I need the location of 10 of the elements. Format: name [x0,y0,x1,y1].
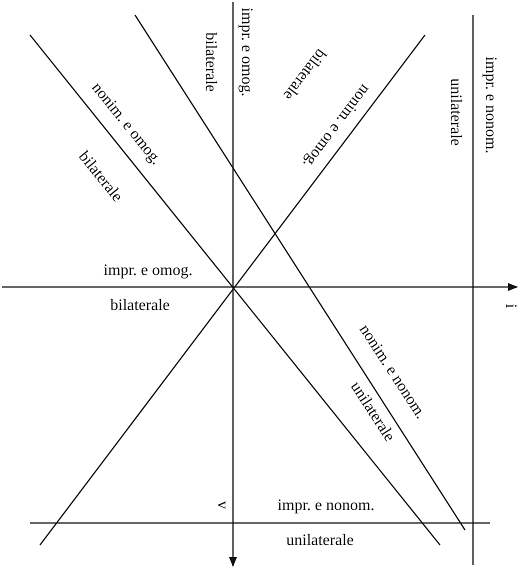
line-label: impr. e nonom. [482,56,498,154]
line-label: bilaterale [202,32,218,92]
axis-label: i [502,304,518,308]
line-label: unilaterale [286,533,354,549]
axis-label: v [214,501,230,509]
line-label: impr. e omog. [238,8,254,96]
line-label: unilaterale [447,78,463,146]
line-label: impr. e nonom. [278,498,374,514]
line-label: impr. e omog. [104,263,192,279]
line-label: bilaterale [110,298,170,314]
